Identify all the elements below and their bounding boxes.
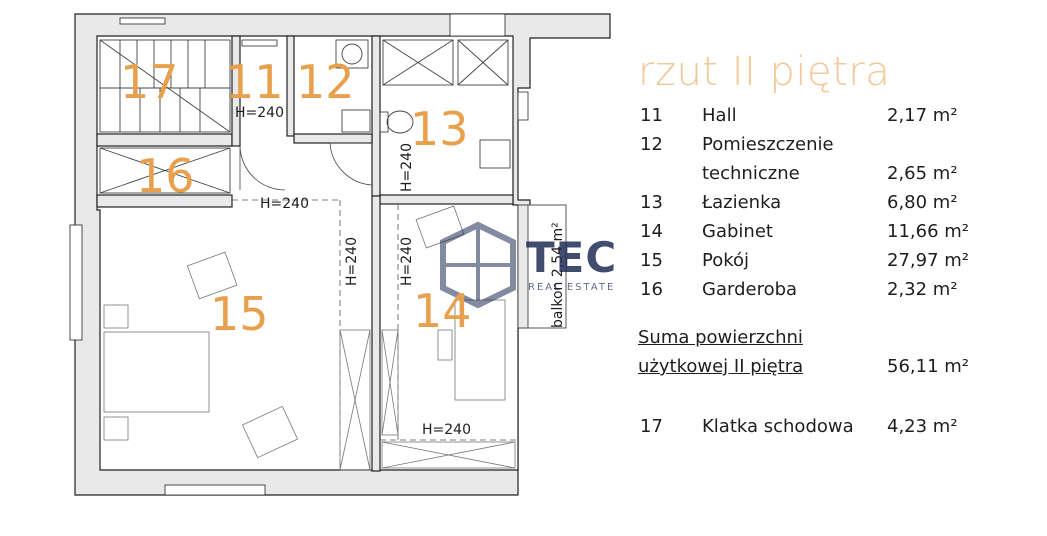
legend-num: 11 — [640, 105, 663, 126]
summary-line-2: użytkowej II piętra — [638, 356, 804, 377]
legend-area: 6,80 m² — [887, 192, 958, 213]
logo-mark — [440, 221, 516, 309]
wardrobe-16 — [99, 147, 231, 194]
legend-row: 16 Garderoba 2,32 m² — [638, 276, 1038, 305]
legend-name: Hall — [702, 105, 737, 126]
technical-equipment — [241, 39, 371, 133]
height-label-11: H=240 — [235, 105, 284, 121]
logo-subtitle: REAL ESTATE — [528, 282, 616, 293]
legend-name: Łazienka — [702, 192, 782, 213]
room-number-14: 14 — [413, 284, 472, 338]
logo-brand-text: TEC — [526, 233, 618, 282]
interior-walls — [96, 35, 514, 472]
room-number-12: 12 — [296, 55, 355, 109]
balcony-label: balkon 2,54 m² — [550, 222, 566, 328]
legend-num: 13 — [640, 192, 663, 213]
plan-title: rzut II piętra — [638, 49, 891, 95]
legend-num: 16 — [640, 279, 663, 300]
room-number-15: 15 — [210, 287, 269, 341]
legend-row: 12 Pomieszczenie — [638, 131, 1038, 160]
room-number-17: 17 — [120, 55, 179, 109]
area-summary: Suma powierzchni użytkowej II piętra 56,… — [638, 327, 1038, 387]
room-legend: rzut II piętra 11 Hall 2,17 m² 12 Pomies… — [638, 48, 1038, 442]
brand-logo: TEC REAL ESTATE — [440, 225, 630, 315]
room-number-11: 11 — [225, 55, 284, 109]
legend-num: 17 — [640, 416, 663, 437]
legend-row: 13 Łazienka 6,80 m² — [638, 189, 1038, 218]
height-label-14-vertical: H=240 — [399, 237, 415, 286]
legend-num: 14 — [640, 221, 663, 242]
legend-num: 12 — [640, 134, 663, 155]
legend-name: Gabinet — [702, 221, 773, 242]
legend-row-stairs: 17 Klatka schodowa 4,23 m² — [638, 413, 1038, 442]
legend-name: Pomieszczenie — [702, 134, 834, 155]
legend-row: 14 Gabinet 11,66 m² — [638, 218, 1038, 247]
height-label-15: H=240 — [344, 237, 360, 286]
height-label-16: H=240 — [260, 196, 309, 212]
legend-num: 15 — [640, 250, 663, 271]
legend-row: techniczne 2,65 m² — [638, 160, 1038, 189]
legend-area: 27,97 m² — [887, 250, 970, 271]
floor-plan: 17 11 12 13 16 15 14 H=240 H=240 H=240 H… — [69, 13, 611, 496]
legend-area: 2,17 m² — [887, 105, 958, 126]
room-number-13: 13 — [410, 102, 469, 156]
legend-area: 2,65 m² — [887, 163, 958, 184]
summary-area: 56,11 m² — [887, 356, 970, 377]
room-number-16: 16 — [136, 149, 195, 203]
room-15-furniture — [103, 251, 371, 471]
balcony — [517, 204, 567, 329]
legend-area: 4,23 m² — [887, 416, 958, 437]
legend-name: Klatka schodowa — [702, 416, 854, 437]
height-label-14-bottom: H=240 — [422, 422, 471, 438]
legend-row: 15 Pokój 27,97 m² — [638, 247, 1038, 276]
legend-name: techniczne — [702, 163, 800, 184]
legend-row: 11 Hall 2,17 m² — [638, 102, 1038, 131]
bathroom-fixtures — [379, 39, 529, 169]
legend-area: 2,32 m² — [887, 279, 958, 300]
door-swings — [239, 142, 373, 191]
legend-name: Garderoba — [702, 279, 798, 300]
staircase — [99, 39, 231, 133]
summary-line-1: Suma powierzchni — [638, 327, 803, 348]
height-label-13: H=240 — [399, 143, 415, 192]
legend-name: Pokój — [702, 250, 750, 271]
legend-area: 11,66 m² — [887, 221, 970, 242]
